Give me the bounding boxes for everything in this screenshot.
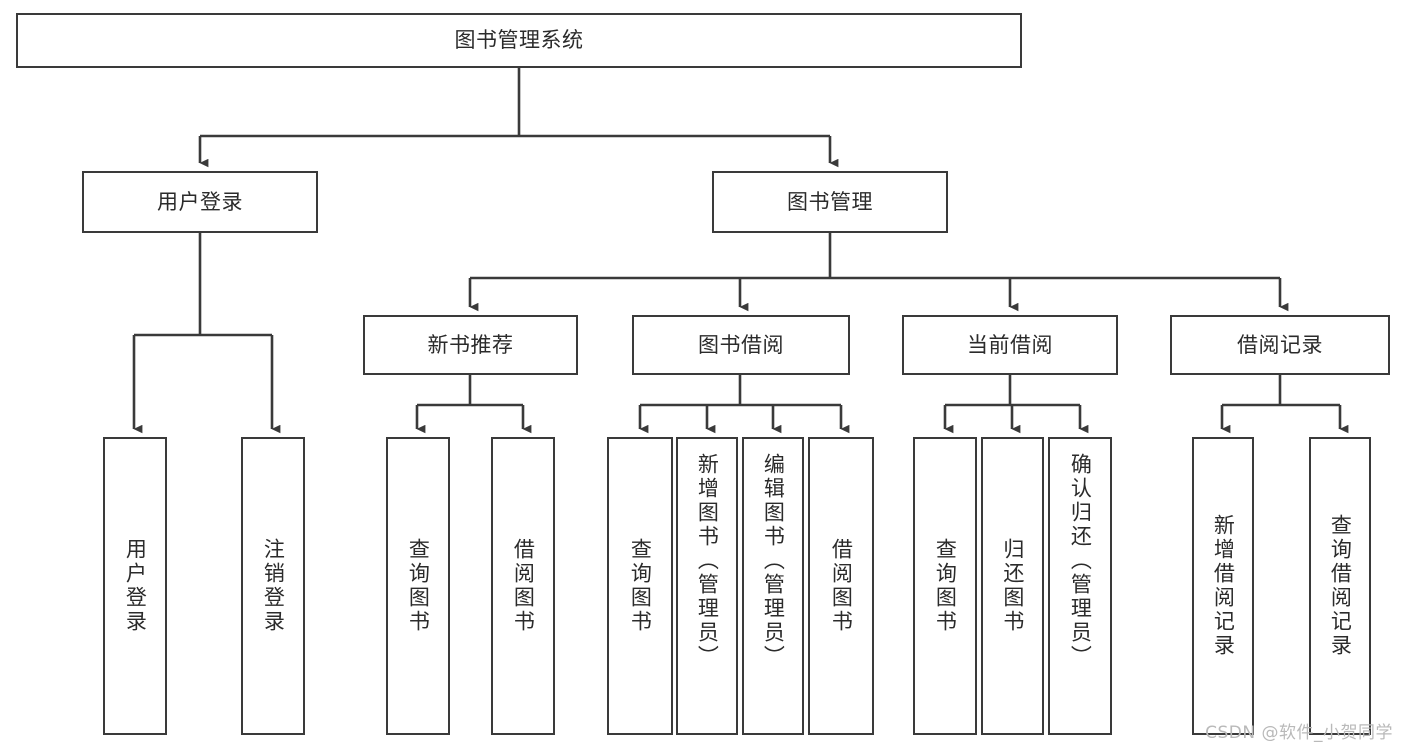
node-label: 注销登录 — [261, 538, 286, 634]
node-label: 编辑图书（管理员） — [761, 453, 786, 669]
node-label: 查询图书 — [933, 538, 958, 634]
node-leaf-edit-book-admin[interactable]: 编辑图书（管理员） — [742, 437, 804, 735]
node-label: 新书推荐 — [427, 332, 514, 357]
node-leaf-add-book-admin[interactable]: 新增图书（管理员） — [676, 437, 738, 735]
node-leaf-query-book-borrow[interactable]: 查询图书 — [607, 437, 673, 735]
node-label: 查询借阅记录 — [1328, 514, 1353, 658]
node-label: 确认归还（管理员） — [1068, 453, 1093, 669]
node-book-management[interactable]: 图书管理 — [712, 171, 948, 233]
node-label: 用户登录 — [157, 189, 243, 214]
node-user-login[interactable]: 用户登录 — [82, 171, 318, 233]
node-label: 新增图书（管理员） — [695, 453, 720, 669]
node-label: 借阅图书 — [511, 538, 536, 634]
node-label: 借阅记录 — [1237, 332, 1323, 357]
node-label: 归还图书 — [1000, 538, 1025, 634]
node-borrow-record[interactable]: 借阅记录 — [1170, 315, 1390, 375]
node-label: 图书借阅 — [698, 332, 784, 357]
node-label: 查询图书 — [406, 538, 431, 634]
node-leaf-return-book[interactable]: 归还图书 — [981, 437, 1044, 735]
node-leaf-logout[interactable]: 注销登录 — [241, 437, 305, 735]
node-label: 借阅图书 — [829, 538, 854, 634]
node-label: 图书管理系统 — [454, 28, 584, 53]
node-leaf-borrow-book-recommend[interactable]: 借阅图书 — [491, 437, 555, 735]
node-leaf-query-book-recommend[interactable]: 查询图书 — [386, 437, 450, 735]
node-root-book-management-system[interactable]: 图书管理系统 — [16, 13, 1022, 68]
node-label: 图书管理 — [787, 189, 873, 214]
node-label: 当前借阅 — [967, 332, 1053, 357]
node-leaf-confirm-return-admin[interactable]: 确认归还（管理员） — [1048, 437, 1112, 735]
node-leaf-query-borrow-record[interactable]: 查询借阅记录 — [1309, 437, 1371, 735]
node-leaf-add-borrow-record[interactable]: 新增借阅记录 — [1192, 437, 1254, 735]
node-label: 查询图书 — [628, 538, 653, 634]
node-leaf-user-login[interactable]: 用户登录 — [103, 437, 167, 735]
node-book-borrow[interactable]: 图书借阅 — [632, 315, 850, 375]
node-current-borrow[interactable]: 当前借阅 — [902, 315, 1118, 375]
node-new-book-recommend[interactable]: 新书推荐 — [363, 315, 578, 375]
node-label: 新增借阅记录 — [1211, 514, 1236, 658]
node-leaf-query-book-current[interactable]: 查询图书 — [913, 437, 977, 735]
node-leaf-borrow-book[interactable]: 借阅图书 — [808, 437, 874, 735]
node-label: 用户登录 — [123, 538, 148, 634]
